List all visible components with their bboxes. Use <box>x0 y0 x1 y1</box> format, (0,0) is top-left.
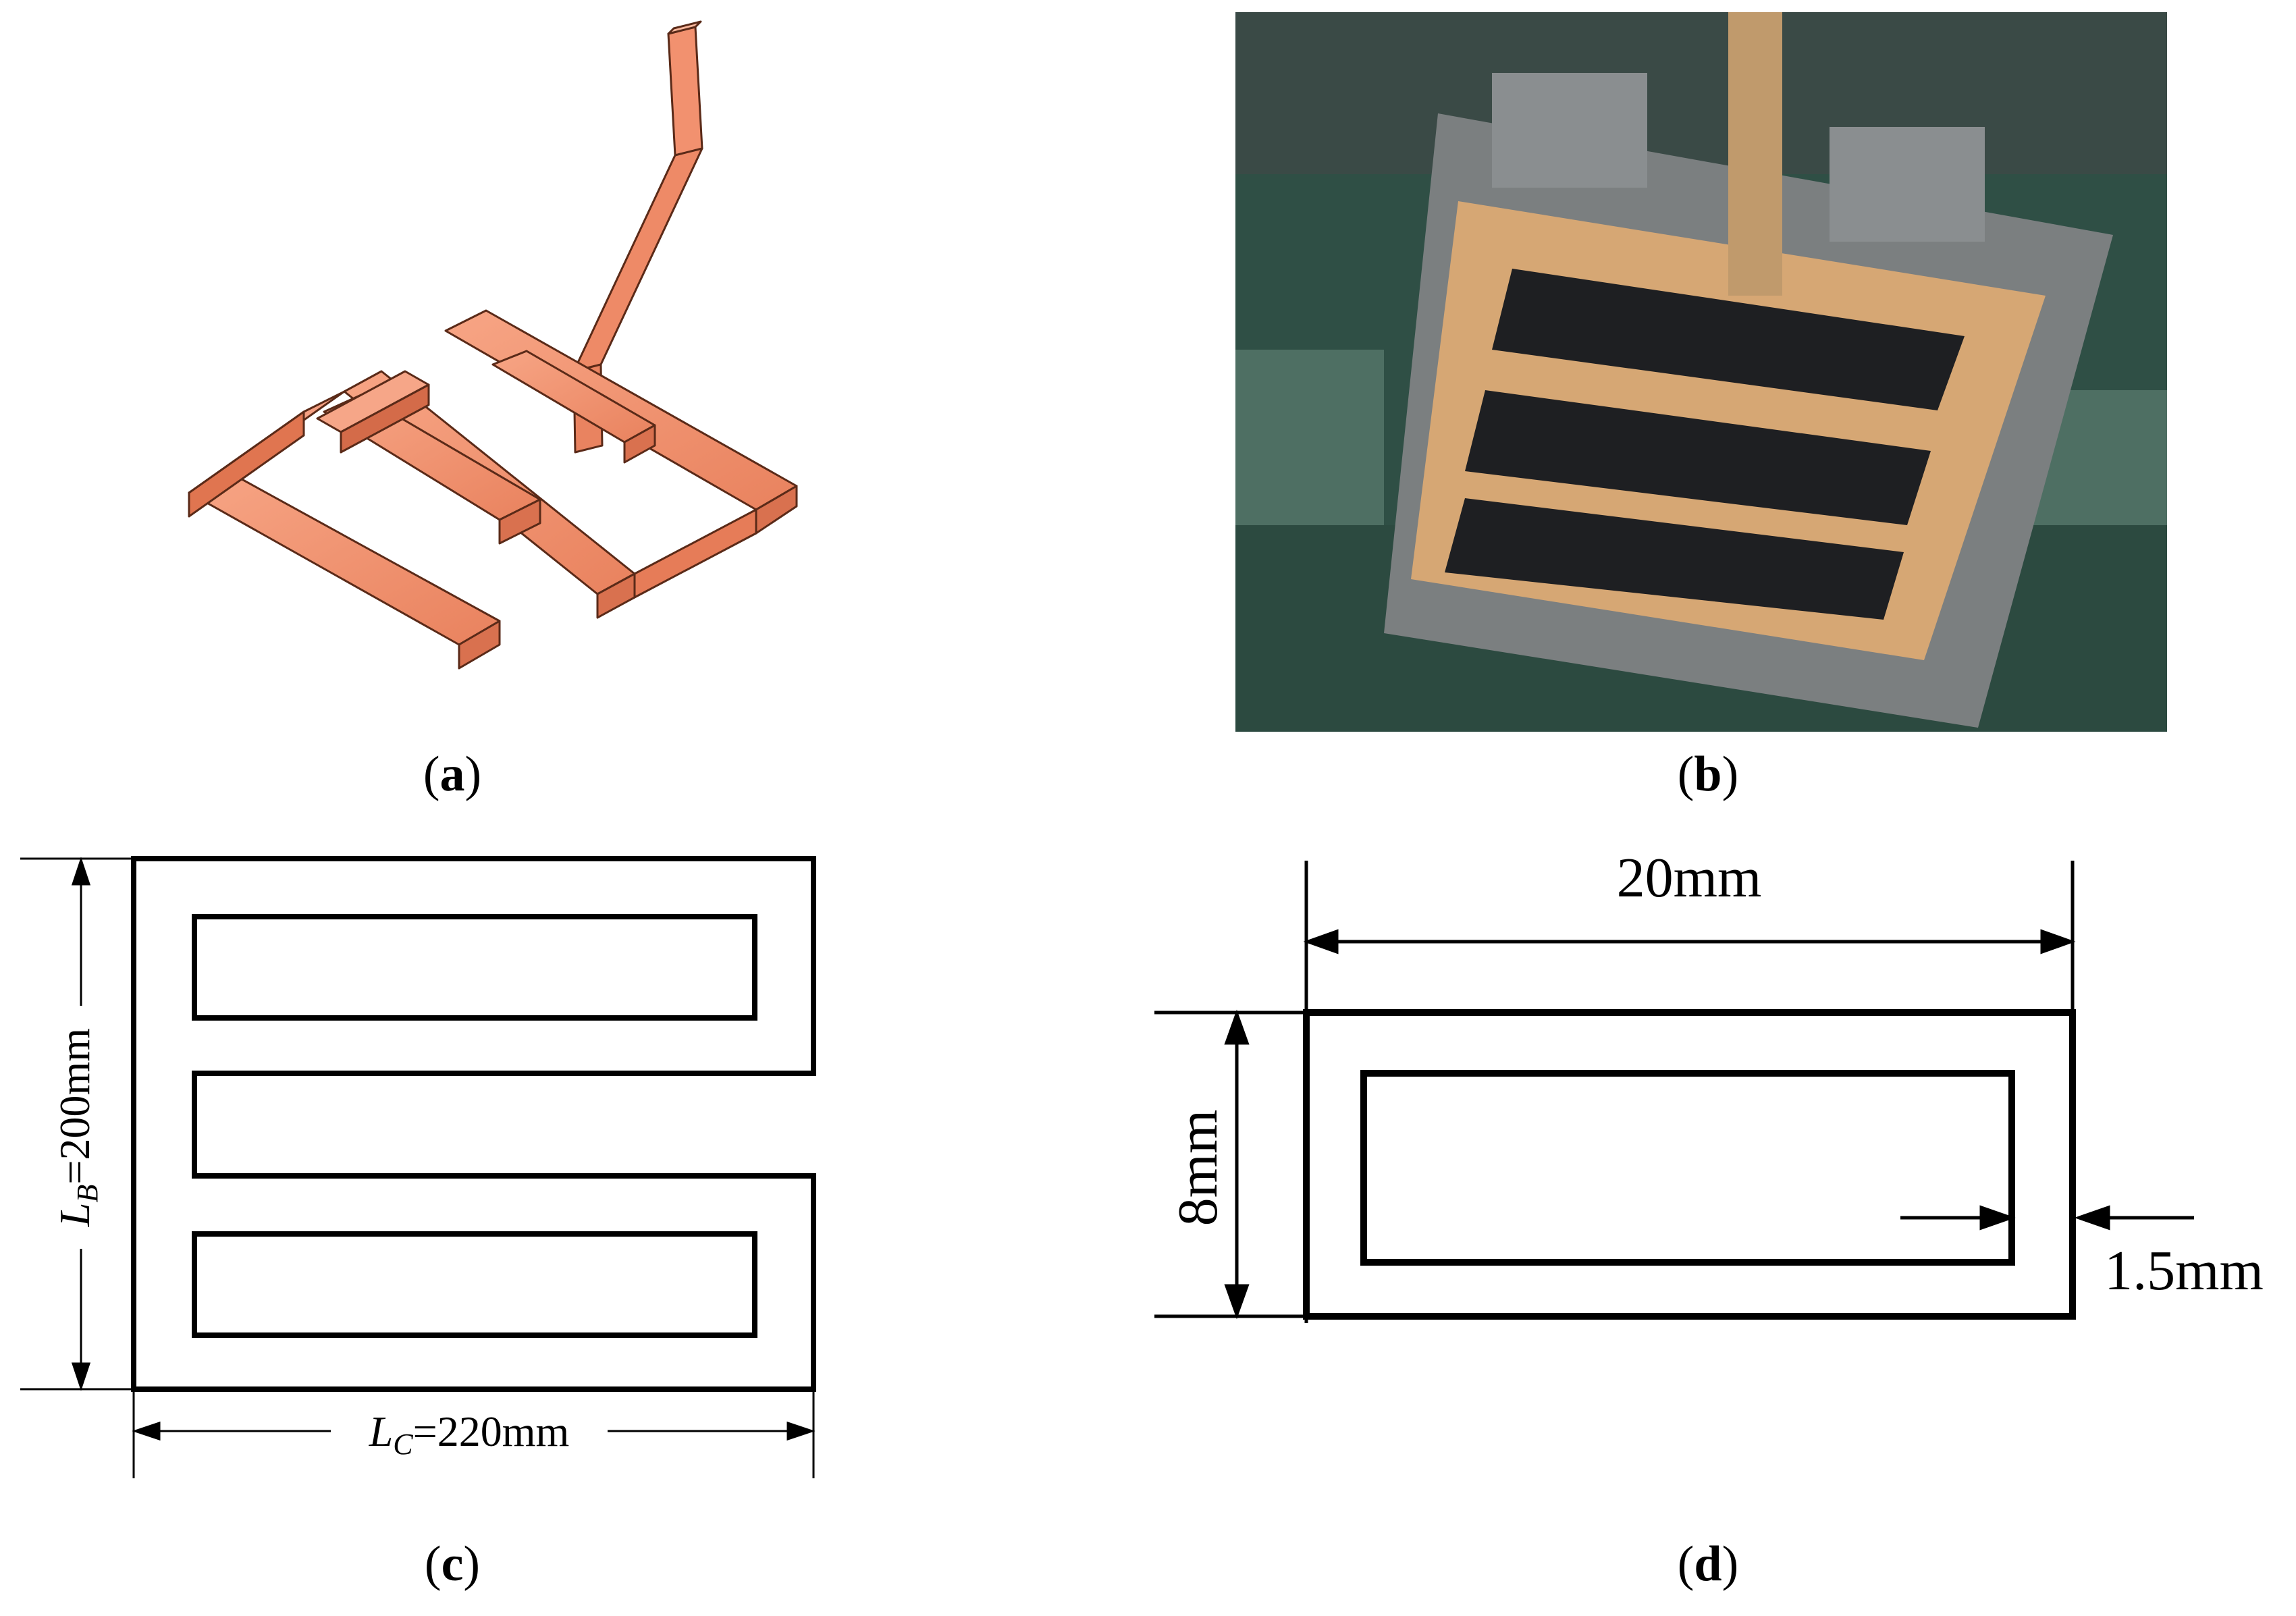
panel-c-caption: (c) <box>424 1536 481 1592</box>
cross-section-drawing: 20mm 8mm 1.5mm <box>1154 846 2264 1323</box>
coil-fixture-photo <box>1235 12 2167 732</box>
coil-outline-drawing: LB=200mm LC=220mm <box>20 856 816 1478</box>
coil-slot-3 <box>1445 498 1904 620</box>
panel-a-caption: (a) <box>423 747 482 802</box>
panel-a-coil-3d-model <box>122 14 830 729</box>
coil-slot-2 <box>1465 390 1931 525</box>
panel-d-caption: (d) <box>1677 1536 1739 1592</box>
thickness-dimension-label: 1.5mm <box>2104 1239 2264 1302</box>
coil-outer-bottom-bar <box>188 471 501 646</box>
coil-right-end <box>633 508 757 599</box>
panel-b-caption: (b) <box>1677 747 1739 802</box>
lc-dimension-label: LC=220mm <box>369 1407 570 1461</box>
conductor-inner-hollow <box>1360 1070 2015 1266</box>
coil-slot-1 <box>1492 269 1965 410</box>
width-dimension-label: 20mm <box>1617 846 1762 909</box>
coil-outer-contour <box>131 856 816 1392</box>
height-dimension-label: 8mm <box>1167 1110 1229 1227</box>
lead-strip <box>1728 12 1782 296</box>
panel-c-coil-outline: LB=200mm LC=220mm <box>0 830 878 1505</box>
panel-b-photo <box>1235 12 2167 732</box>
lb-dimension-label: LB=200mm <box>51 1028 104 1227</box>
coil-inner-slot-2 <box>192 1231 757 1338</box>
panel-d-cross-section: 20mm 8mm 1.5mm <box>1141 830 2289 1357</box>
conductor-outer-wall <box>1303 1009 2076 1320</box>
coil-3d-illustration <box>188 20 798 670</box>
lead-riser-top <box>667 26 703 157</box>
coil-inner-slot-1 <box>192 914 757 1021</box>
lead-riser-slope <box>572 147 703 373</box>
